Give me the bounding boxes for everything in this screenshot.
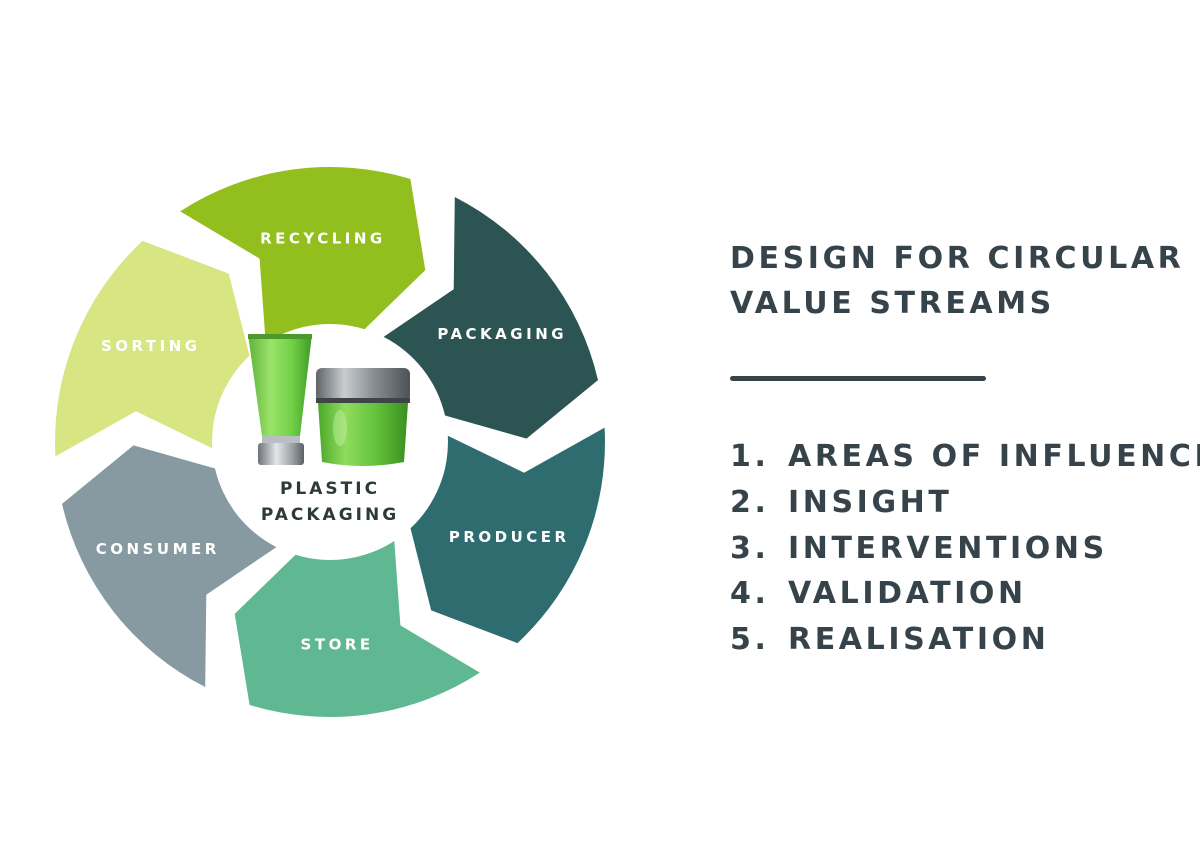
panel-title-line-1: DESIGN FOR CIRCULAR xyxy=(730,241,1185,276)
cosmetic-jar-icon xyxy=(316,368,410,466)
step-number: 5. xyxy=(730,622,770,658)
step-label: VALIDATION xyxy=(788,576,1027,612)
step-item: 3. INTERVENTIONS xyxy=(730,526,1190,572)
step-label: INTERVENTIONS xyxy=(788,530,1108,566)
circular-value-stream-diagram: PACKAGING PRODUCER STORE CONSUMER SORTING REC… xyxy=(55,166,605,718)
panel-title: DESIGN FOR CIRCULAR VALUE STREAMS xyxy=(730,236,1190,326)
segment-label-producer: PRODUCER xyxy=(449,528,570,546)
step-item: 2. INSIGHT xyxy=(730,480,1190,526)
step-number: 1. xyxy=(730,439,770,474)
step-item: 5. REALISATION xyxy=(730,617,1190,663)
segment-packaging xyxy=(383,197,598,439)
segment-recycling xyxy=(180,166,426,343)
step-label: INSIGHT xyxy=(788,484,953,520)
segment-store xyxy=(234,541,480,718)
step-item: 1. AREAS OF INFLUENCE xyxy=(730,434,1200,480)
segment-label-sorting: SORTING xyxy=(101,337,201,355)
step-number: 2. xyxy=(730,484,770,520)
segment-producer xyxy=(410,427,605,644)
panel-title-line-2: VALUE STREAMS xyxy=(730,286,1055,321)
segment-label-recycling: RECYCLING xyxy=(260,230,386,248)
segment-consumer xyxy=(62,445,277,687)
segment-label-packaging: PACKAGING xyxy=(437,325,567,343)
step-label: AREAS OF INFLUENCE xyxy=(788,439,1200,474)
info-panel: DESIGN FOR CIRCULAR VALUE STREAMS 1. AREA… xyxy=(730,236,1200,663)
center-label-line-2: PACKAGING xyxy=(261,505,399,525)
segment-sorting xyxy=(55,240,250,457)
step-number: 4. xyxy=(730,576,770,612)
cosmetic-tube-icon xyxy=(248,334,312,465)
step-item: 4. VALIDATION xyxy=(730,571,1190,617)
steps-list: 1. AREAS OF INFLUENCE 2. INSIGHT 3. INTERVE… xyxy=(730,434,1200,663)
segment-label-consumer: CONSUMER xyxy=(96,540,220,558)
segment-label-store: STORE xyxy=(301,635,374,653)
center-label-line-1: PLASTIC xyxy=(280,479,380,499)
step-number: 3. xyxy=(730,530,770,566)
step-label: REALISATION xyxy=(788,622,1050,658)
divider xyxy=(730,376,986,381)
